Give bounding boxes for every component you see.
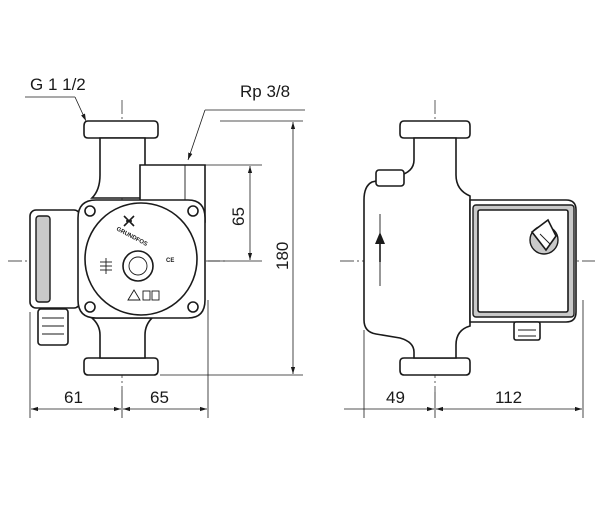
dimension-side-left-label: 49 [386,388,405,407]
speed-selector-icon [100,258,112,274]
side-top-flange [399,120,471,139]
front-stator-housing [77,199,206,319]
dimension-side-widths: 49 112 [344,300,584,418]
inlet-thread-label: G 1 1/2 [30,75,86,94]
flow-direction-arrow-icon [375,232,385,262]
warning-symbols-icon [127,289,160,301]
speed-knob-icon [529,218,559,255]
center-plug [122,250,154,282]
side-view [340,100,595,392]
inlet-thread-callout: G 1 1/2 [25,75,87,122]
front-terminal-cover [35,215,51,303]
dimension-port-height-label: 65 [229,207,248,226]
ce-mark: CE [166,258,174,264]
dimension-side-right-label: 112 [495,388,522,407]
side-port-boss [375,169,405,187]
dimension-front-widths: 61 65 [29,300,209,418]
front-motor-circle [84,202,198,316]
front-view: GRUNDFOS CE [8,100,225,390]
front-top-flange [83,120,159,139]
dimension-overall-height: 180 [160,120,303,376]
bolt-icon [84,301,96,313]
bolt-icon [187,205,199,217]
front-lower-neck [89,317,154,359]
side-cable-gland [513,321,541,341]
dimension-front-left-label: 61 [64,388,83,407]
bolt-icon [187,301,199,313]
front-cable-gland [37,308,69,346]
grundfos-logo-icon [123,215,135,227]
dimension-port-height: 65 [205,164,262,262]
dimension-overall-height-label: 180 [273,242,292,270]
dimension-front-right-label: 65 [150,388,169,407]
front-bottom-flange [83,357,159,376]
port-thread-label: Rp 3/8 [240,82,290,101]
bolt-icon [84,205,96,217]
port-thread-callout: Rp 3/8 [187,82,305,161]
side-bottom-flange [399,357,471,376]
